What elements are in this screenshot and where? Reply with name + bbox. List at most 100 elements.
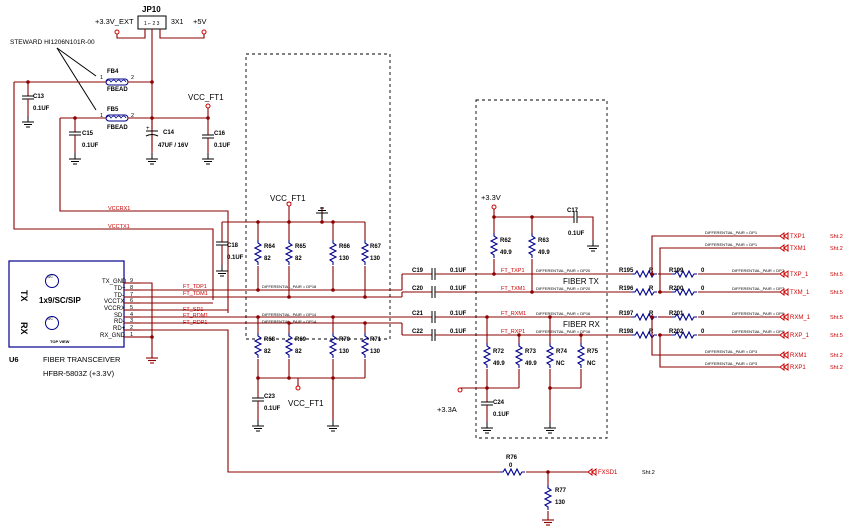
svg-text:R199: R199: [669, 268, 684, 274]
svg-text:0.1UF: 0.1UF: [568, 231, 585, 237]
svg-text:82: 82: [264, 256, 271, 262]
net-ft-sd1: FT_SD1: [183, 307, 203, 313]
cap-c13: C13 0.1UF: [21, 82, 50, 128]
net-vccrx1: VCCRX1: [108, 206, 130, 212]
svg-text:R195: R195: [619, 268, 634, 274]
svg-text:C13: C13: [33, 94, 45, 100]
svg-text:49.9: 49.9: [538, 250, 550, 256]
port-rxm-1: RXM_1 Sht.5: [779, 313, 843, 321]
svg-text:0.1UF: 0.1UF: [493, 412, 510, 418]
svg-text:Sht.2: Sht.2: [830, 353, 843, 359]
port-rxp1: RXP1 Sht.2: [779, 363, 843, 371]
svg-text:47UF / 16V: 47UF / 16V: [158, 143, 188, 149]
svg-text:R77: R77: [555, 488, 567, 494]
fiber-tx-label: FIBER TX: [563, 277, 600, 286]
svg-text:DIFFERENTIAL_PAIR = DP1: DIFFERENTIAL_PAIR = DP1: [705, 242, 758, 247]
svg-text:R68: R68: [264, 337, 276, 343]
svg-text:82: 82: [295, 349, 302, 355]
svg-text:RD+: RD+: [113, 326, 126, 332]
termination-top: VCC_FT1 C18 0.1UF R64 82 R65 82 R66 130 …: [215, 194, 382, 299]
svg-text:R75: R75: [587, 349, 599, 355]
svg-text:82: 82: [264, 349, 271, 355]
svg-text:FT_TXP1: FT_TXP1: [501, 268, 525, 274]
svg-text:R63: R63: [538, 238, 550, 244]
svg-text:FT_RXM1: FT_RXM1: [501, 311, 526, 317]
svg-text:C24: C24: [493, 400, 505, 406]
port-txm-1: TXM_1 Sht.5: [779, 288, 843, 296]
svg-text:C16: C16: [214, 131, 226, 137]
svg-text:FT_RXP1: FT_RXP1: [501, 329, 525, 335]
fiber-transceiver-u6: TX RX N/C N/C 1x9/SC/SIP TOP VIEW U6 FIB…: [8, 260, 159, 378]
svg-text:DIFFERENTIAL_PAIR = DP14: DIFFERENTIAL_PAIR = DP14: [262, 312, 317, 317]
svg-text:130: 130: [370, 349, 381, 355]
jp10-right-label: +5V: [193, 17, 207, 26]
svg-text:R70: R70: [339, 337, 351, 343]
cap-c14: + C14 47UF / 16V: [145, 118, 188, 165]
off-sheet-ports: TXP1 Sht.2 TXM1 Sht.2 TXP_1 Sht.5 TXM_1 …: [779, 232, 843, 371]
svg-text:Sht.2: Sht.2: [830, 234, 843, 240]
svg-text:DIFFERENTIAL_PAIR = DP9: DIFFERENTIAL_PAIR = DP9: [732, 311, 785, 316]
svg-text:0.1UF: 0.1UF: [33, 106, 50, 112]
fiber-rx-label: FIBER RX: [563, 320, 601, 329]
port-rxp-1: RXP_1 Sht.5: [779, 331, 843, 339]
svg-text:R201: R201: [669, 311, 684, 317]
termination-region: [245, 53, 391, 340]
svg-text:0.1UF: 0.1UF: [450, 286, 467, 292]
bead-part-note: STEWARD HI1206N101R-00: [10, 39, 97, 111]
svg-text:1: 1: [100, 75, 103, 81]
net-ft-tdm1: FT_TDM1: [183, 291, 208, 297]
power-vcc-ft1-top: VCC_FT1: [188, 93, 224, 120]
svg-text:VCCRX: VCCRX: [104, 306, 125, 312]
ferrite-bead-fb4: FB4 FBEAD 1 2: [100, 69, 134, 93]
port-rxm1: RXM1 Sht.2: [779, 351, 843, 359]
svg-text:FBEAD: FBEAD: [107, 125, 128, 131]
svg-text:R76: R76: [506, 455, 518, 461]
svg-text:7: 7: [130, 292, 133, 298]
svg-text:+3.3V: +3.3V: [481, 193, 501, 202]
svg-text:DIFFERENTIAL_PAIR = DP16: DIFFERENTIAL_PAIR = DP16: [536, 311, 591, 316]
svg-text:TD-: TD-: [114, 293, 124, 299]
svg-text:6: 6: [130, 298, 133, 304]
svg-text:R197: R197: [619, 311, 634, 317]
svg-text:130: 130: [555, 500, 566, 506]
svg-text:RXP_1: RXP_1: [790, 333, 810, 339]
svg-text:R66: R66: [339, 244, 351, 250]
svg-text:0: 0: [509, 463, 513, 469]
svg-text:VCCTX: VCCTX: [104, 299, 124, 305]
jp10-type: 3X1: [171, 19, 184, 26]
svg-text:R202: R202: [669, 329, 684, 335]
svg-text:0.1UF: 0.1UF: [82, 143, 99, 149]
jp10-ref: JP10: [142, 5, 161, 14]
bead-wiring: [13, 80, 229, 313]
svg-text:RXM1: RXM1: [790, 353, 807, 359]
svg-text:TXP_1: TXP_1: [790, 272, 809, 278]
svg-text:VCC_FT1: VCC_FT1: [188, 93, 224, 102]
svg-text:FBEAD: FBEAD: [107, 87, 128, 93]
cap-c15: C15 0.1UF: [68, 118, 99, 165]
svg-text:R69: R69: [295, 337, 307, 343]
svg-text:DIFFERENTIAL_PAIR = DP20: DIFFERENTIAL_PAIR = DP20: [536, 286, 591, 291]
svg-text:TX_GND: TX_GND: [102, 279, 127, 285]
svg-text:49.9: 49.9: [493, 361, 505, 367]
svg-text:0: 0: [701, 286, 705, 292]
package-label: 1x9/SC/SIP: [39, 296, 81, 305]
svg-text:DIFFERENTIAL_PAIR = DP3: DIFFERENTIAL_PAIR = DP3: [705, 349, 758, 354]
rx-label: RX: [19, 322, 29, 335]
svg-text:Sht.2: Sht.2: [830, 365, 843, 371]
svg-text:N/C: N/C: [47, 317, 54, 321]
svg-text:82: 82: [295, 256, 302, 262]
svg-text:DIFFERENTIAL_PAIR = DP1: DIFFERENTIAL_PAIR = DP1: [705, 230, 758, 235]
svg-text:+: +: [146, 126, 150, 132]
series-resistors: R195 R R196 R R197 R R198 R R199 0 R200 …: [613, 230, 785, 368]
svg-text:0.1UF: 0.1UF: [227, 255, 244, 261]
svg-text:SD: SD: [114, 313, 123, 319]
net-vcctx1: VCCTX1: [108, 224, 130, 230]
svg-text:130: 130: [339, 349, 350, 355]
svg-text:0.1UF: 0.1UF: [450, 329, 467, 335]
svg-text:Sht.5: Sht.5: [830, 290, 843, 296]
termination-bottom: R68 82 R69 82 R70 130 R71 130 VCC_FT1 C2…: [251, 315, 382, 432]
svg-text:C23: C23: [264, 394, 276, 400]
svg-text:Sht.5: Sht.5: [830, 315, 843, 321]
svg-text:VCC_FT1: VCC_FT1: [288, 399, 324, 408]
